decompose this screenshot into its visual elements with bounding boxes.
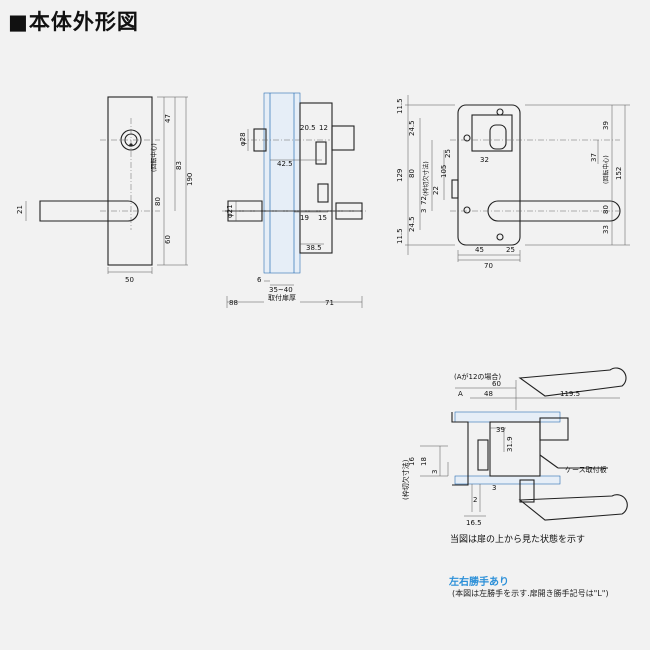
front-dim-80: 80 [154,197,162,206]
back-dim-45: 45 [475,246,484,254]
side-door-label: 取付扉厚 [268,293,296,302]
plan-lever-bottom [518,494,628,521]
front-center-label: (回転中心) [150,143,158,172]
front-view: 21 50 47 80 (回転中心) 60 83 190 [16,96,194,284]
screw-icon [463,134,471,142]
side-section-view: φ28 φ21 20.5 12 42.5 19 15 38.5 6 35~40 … [222,92,366,308]
side-dim-21: φ21 [226,204,234,218]
back-dim-245-bottom: 24.5 [408,216,416,232]
side-dim-205: 20.5 [300,124,316,132]
plan-frame [451,412,469,486]
plan-spindle [519,479,535,503]
plan-dim-48: 48 [484,390,493,398]
side-dim-385: 38.5 [306,244,322,252]
side-dim-88: 88 [229,299,238,307]
front-width-dim: 50 [125,276,134,284]
side-dim-28: φ28 [239,132,247,146]
side-lever [227,200,263,222]
side-dim-425: 42.5 [277,160,293,168]
plan-dim-a: A [458,390,463,398]
plan-case-plate [539,417,569,441]
plan-dim-2: 2 [473,496,477,504]
back-center-label: (回転中心) [602,155,610,184]
plan-dim-3: 3 [431,470,439,474]
case-window-top [315,141,327,165]
screw-icon [496,108,504,116]
handing-note-title: 左右勝手あり [449,577,509,588]
back-dim-3: 3 [420,209,428,213]
plan-dim-60: 60 [492,380,501,388]
plan-dim-18: 18 [420,457,428,466]
front-dim-83: 83 [175,161,183,170]
back-lever [487,200,621,222]
back-dim-129: 129 [396,169,404,182]
back-dim-25: 25 [444,149,452,158]
case-window-bottom [317,183,329,203]
drawing-caption: 当図は扉の上から見た状態を示す [450,535,586,545]
plan-cut-label: (枠切欠寸法) [401,459,410,500]
back-view: 11.5 24.5 129 80 72 3 (枠切欠寸法) 22 105 25 … [396,95,630,270]
plan-view: (Aが12の場合) 60 A 48 119.5 39 31.9 16 18 3 … [401,367,628,527]
plan-dim-319: 31.9 [506,436,514,452]
side-dim-15: 15 [318,214,327,222]
back-dim-37: 37 [590,153,598,162]
back-dim-70: 70 [484,262,493,270]
lock-case [299,102,333,254]
plan-dim-165: 16.5 [466,519,482,527]
plan-dim-39: 39 [496,426,505,434]
handing-note-sub: (本図は左勝手を示す.扉開き勝手記号は"L") [452,589,609,598]
plan-case [489,421,541,477]
front-dim-47: 47 [164,114,172,123]
back-dim-245-top: 24.5 [408,120,416,136]
back-dim-80b: 80 [602,205,610,214]
plan-door-bottom [454,475,561,485]
plan-case-plate-label: ケース取付板 [565,465,607,474]
back-dim-105: 105 [440,165,448,178]
back-dim-72: 72 [420,196,428,205]
side-dim-12: 12 [319,124,328,132]
back-plate [457,104,521,246]
back-dim-39: 39 [602,121,610,130]
back-slot [489,124,507,150]
door-leaf [263,92,301,274]
latch-bolt [331,125,355,151]
back-dim-22: 22 [432,186,440,195]
front-lever-dim: 21 [16,205,24,214]
plan-when-label: (Aが12の場合) [454,372,501,381]
plan-lever-top [518,367,627,397]
plan-dim-16: 16 [408,457,416,466]
plan-dim-1195: 119.5 [560,390,580,398]
back-dim-152: 152 [615,167,623,180]
plan-dim-3b: 3 [492,484,496,492]
front-dim-190: 190 [186,173,194,186]
back-cut-label: (枠切欠寸法) [422,161,430,196]
side-dim-range: 35~40 [269,286,293,294]
back-dim-33: 33 [602,225,610,234]
back-latch-case [451,179,459,199]
side-dim-6: 6 [257,276,262,284]
page-title: ■本体外形図 [8,10,139,34]
front-plate [107,96,153,266]
back-dim-32: 32 [480,156,489,164]
plan-door-top [454,411,561,423]
screw-icon [496,233,504,241]
screw-icon [463,206,471,214]
front-dim-60: 60 [164,235,172,244]
back-dim-25b: 25 [506,246,515,254]
back-dim-115-bottom: 11.5 [396,228,404,244]
side-dim-71: 71 [325,299,334,307]
back-case-top [471,114,513,152]
back-dim-80: 80 [408,169,416,178]
back-dim-115-top: 11.5 [396,98,404,114]
plan-strike [477,439,489,471]
side-dim-19: 19 [300,214,309,222]
